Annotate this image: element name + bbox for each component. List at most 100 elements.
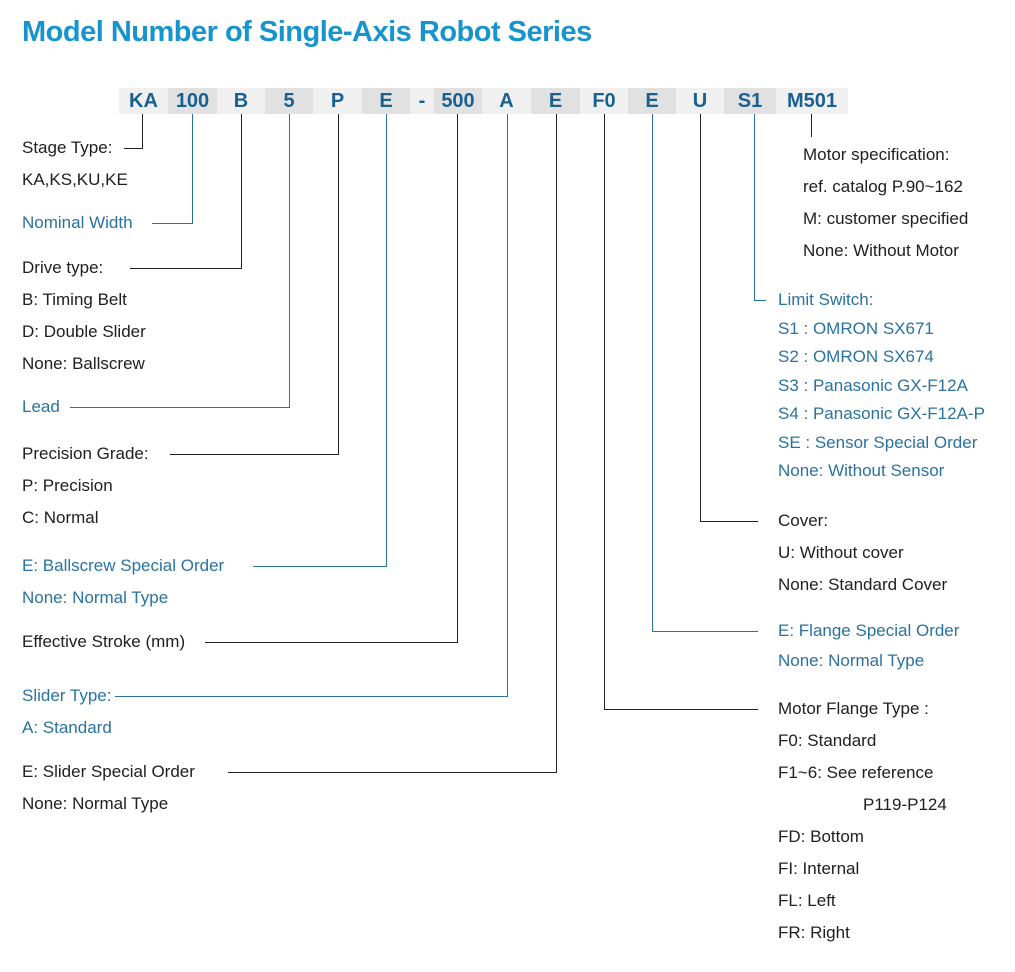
label-line: E: Flange Special Order [778, 621, 960, 640]
label-line: S4 : Panasonic GX-F12A-P [778, 404, 985, 424]
annotation-flange-special: E: Flange Special Order None: Normal Typ… [778, 616, 959, 676]
leader-v-motor-flange [604, 114, 605, 710]
label-line: Motor specification: [803, 145, 950, 164]
model-segment-width: 100 [168, 88, 217, 114]
leader-v-lead [289, 114, 290, 408]
label-line: Limit Switch: [778, 290, 874, 310]
leader-h-ballscrew [253, 566, 387, 567]
annotation-ballscrew-special: E: Ballscrew Special Order None: Normal … [22, 550, 224, 614]
model-segment-stroke: 500 [434, 88, 482, 114]
label-line: Drive type: [22, 258, 104, 277]
label-line: SE : Sensor Special Order [778, 432, 978, 452]
leader-h-drive-type [130, 268, 242, 269]
label-line: F1~6: See reference [778, 763, 934, 782]
annotation-cover: Cover: U: Without cover None: Standard C… [778, 505, 947, 601]
leader-v-limit-switch [754, 114, 755, 301]
leader-v-precision [338, 114, 339, 455]
annotation-precision-grade: Precision Grade: P: Precision C: Normal [22, 438, 149, 534]
leader-h-cover [700, 521, 758, 522]
label-line: FI: Internal [778, 859, 860, 878]
label-line: Motor Flange Type : [778, 699, 929, 718]
page-title: Model Number of Single-Axis Robot Series [22, 16, 592, 48]
label-line: Lead [22, 397, 60, 416]
annotation-slider-type: Slider Type: A: Standard [22, 680, 112, 744]
leader-v-stage-type [142, 114, 143, 149]
label-line: Effective Stroke (mm) [22, 632, 186, 651]
label-line: U: Without cover [778, 543, 904, 562]
leader-h-flange-special [652, 631, 758, 632]
leader-h-precision [170, 454, 339, 455]
label-line: S2 : OMRON SX674 [778, 347, 934, 367]
model-segment-motor-flange: F0 [580, 88, 628, 114]
label-line: None: Normal Type [22, 588, 169, 607]
label-line: ref. catalog P.90~162 [803, 177, 963, 196]
model-segment-limit-switch: S1 [724, 88, 776, 114]
leader-h-lead [70, 407, 290, 408]
annotation-effective-stroke: Effective Stroke (mm) [22, 626, 185, 658]
leader-v-cover [700, 114, 701, 522]
annotation-lead: Lead [22, 391, 60, 423]
model-segment-lead: 5 [265, 88, 313, 114]
label-line: Precision Grade: [22, 444, 149, 463]
annotation-limit-switch: Limit Switch: S1 : OMRON SX671 S2 : OMRO… [778, 286, 985, 486]
label-line: C: Normal [22, 508, 99, 527]
leader-v-slider-special [556, 114, 557, 773]
leader-h-stroke [205, 642, 458, 643]
leader-v-motor-spec [811, 114, 812, 137]
annotation-motor-spec: Motor specification: ref. catalog P.90~1… [803, 139, 968, 267]
label-line: F0: Standard [778, 731, 877, 750]
label-line: None: Without Sensor [778, 461, 945, 481]
label-line: KA,KS,KU,KE [22, 170, 128, 189]
annotation-drive-type: Drive type: B: Timing Belt D: Double Sli… [22, 252, 146, 380]
leader-v-ballscrew [386, 114, 387, 567]
label-line: A: Standard [22, 718, 112, 737]
label-line: Stage Type: [22, 138, 113, 157]
label-line: B: Timing Belt [22, 290, 127, 309]
leader-h-slider-type [115, 696, 508, 697]
model-segment-ballscrew: E [362, 88, 410, 114]
label-line: None: Normal Type [22, 794, 169, 813]
model-segment-cover: U [676, 88, 724, 114]
label-line: FD: Bottom [778, 827, 864, 846]
annotation-slider-special: E: Slider Special Order None: Normal Typ… [22, 756, 195, 820]
label-line: Slider Type: [22, 686, 112, 705]
label-line: FL: Left [778, 891, 836, 910]
model-segment-hyphen: - [410, 88, 434, 114]
leader-v-stroke [457, 114, 458, 643]
model-segment-flange-spec: E [628, 88, 676, 114]
label-line: P: Precision [22, 476, 113, 495]
label-line: E: Ballscrew Special Order [22, 556, 225, 575]
leader-h-limit-switch [754, 300, 766, 301]
annotation-stage-type: Stage Type: KA,KS,KU,KE [22, 132, 128, 196]
label-line: None: Without Motor [803, 241, 959, 260]
label-line: None: Normal Type [778, 651, 925, 670]
label-line: S1 : OMRON SX671 [778, 318, 934, 338]
model-segment-motor-spec: M501 [776, 88, 848, 114]
label-line: P119-P124 [863, 795, 947, 814]
leader-h-motor-flange [604, 709, 758, 710]
leader-v-drive-type [241, 114, 242, 269]
leader-v-flange-special [652, 114, 653, 632]
leader-h-slider-special [228, 772, 557, 773]
annotation-motor-flange: Motor Flange Type : F0: Standard F1~6: S… [778, 693, 947, 949]
model-segment-drive: B [217, 88, 265, 114]
label-line: Nominal Width [22, 213, 133, 232]
label-line: None: Ballscrew [22, 354, 145, 373]
label-line: FR: Right [778, 923, 850, 942]
label-line: Cover: [778, 511, 829, 530]
label-line: None: Standard Cover [778, 575, 948, 594]
model-segment-slider-type: A [482, 88, 531, 114]
label-line: D: Double Slider [22, 322, 146, 341]
label-line: E: Slider Special Order [22, 762, 195, 781]
model-number-strip: KA 100 B 5 P E - 500 A E F0 E U S1 M501 [119, 88, 848, 114]
leader-h-nominal-width [152, 223, 193, 224]
leader-v-slider-type [507, 114, 508, 697]
leader-h-stage-type [124, 148, 143, 149]
model-segment-slider-spec: E [531, 88, 580, 114]
annotation-nominal-width: Nominal Width [22, 207, 133, 239]
label-line: S3 : Panasonic GX-F12A [778, 375, 968, 395]
label-line: M: customer specified [803, 209, 969, 228]
leader-v-nominal-width [192, 114, 193, 224]
model-segment-precision: P [313, 88, 362, 114]
